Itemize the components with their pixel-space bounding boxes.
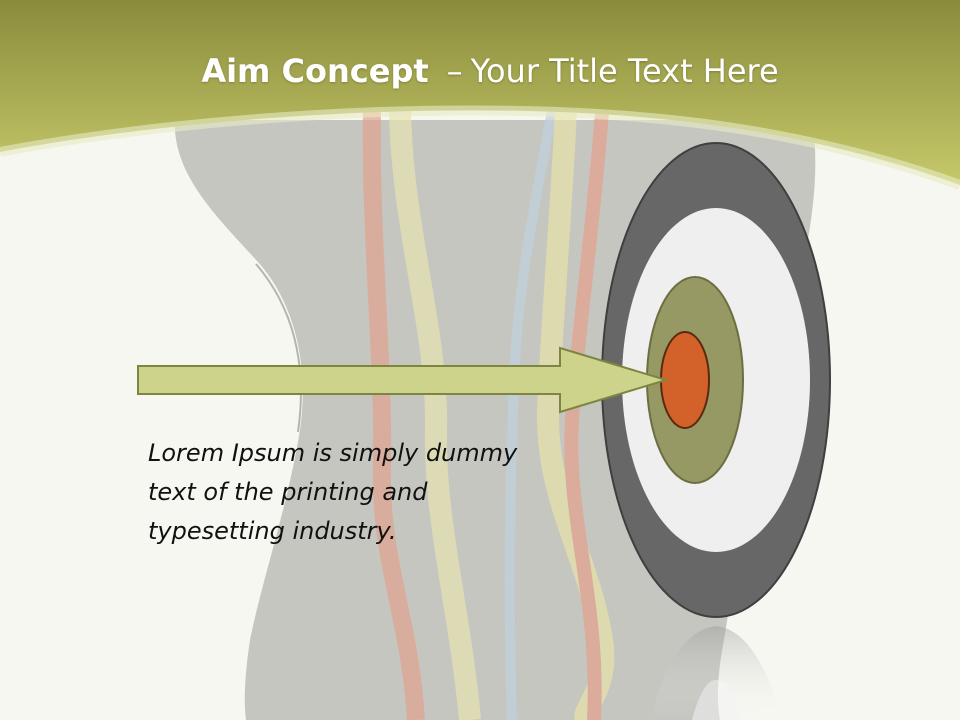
- title-rest: Your Title Text Here: [470, 52, 779, 90]
- body-text: Lorem Ipsum is simply dummy text of the …: [148, 439, 518, 545]
- title-strong: Aim Concept: [201, 52, 429, 90]
- slide-title: Aim Concept–Your Title Text Here: [0, 52, 960, 90]
- arrow-icon: [137, 346, 670, 414]
- title-dash: –: [446, 52, 463, 90]
- target-icon: [601, 142, 831, 618]
- target-reflection: [650, 626, 782, 720]
- header-band: [0, 0, 960, 185]
